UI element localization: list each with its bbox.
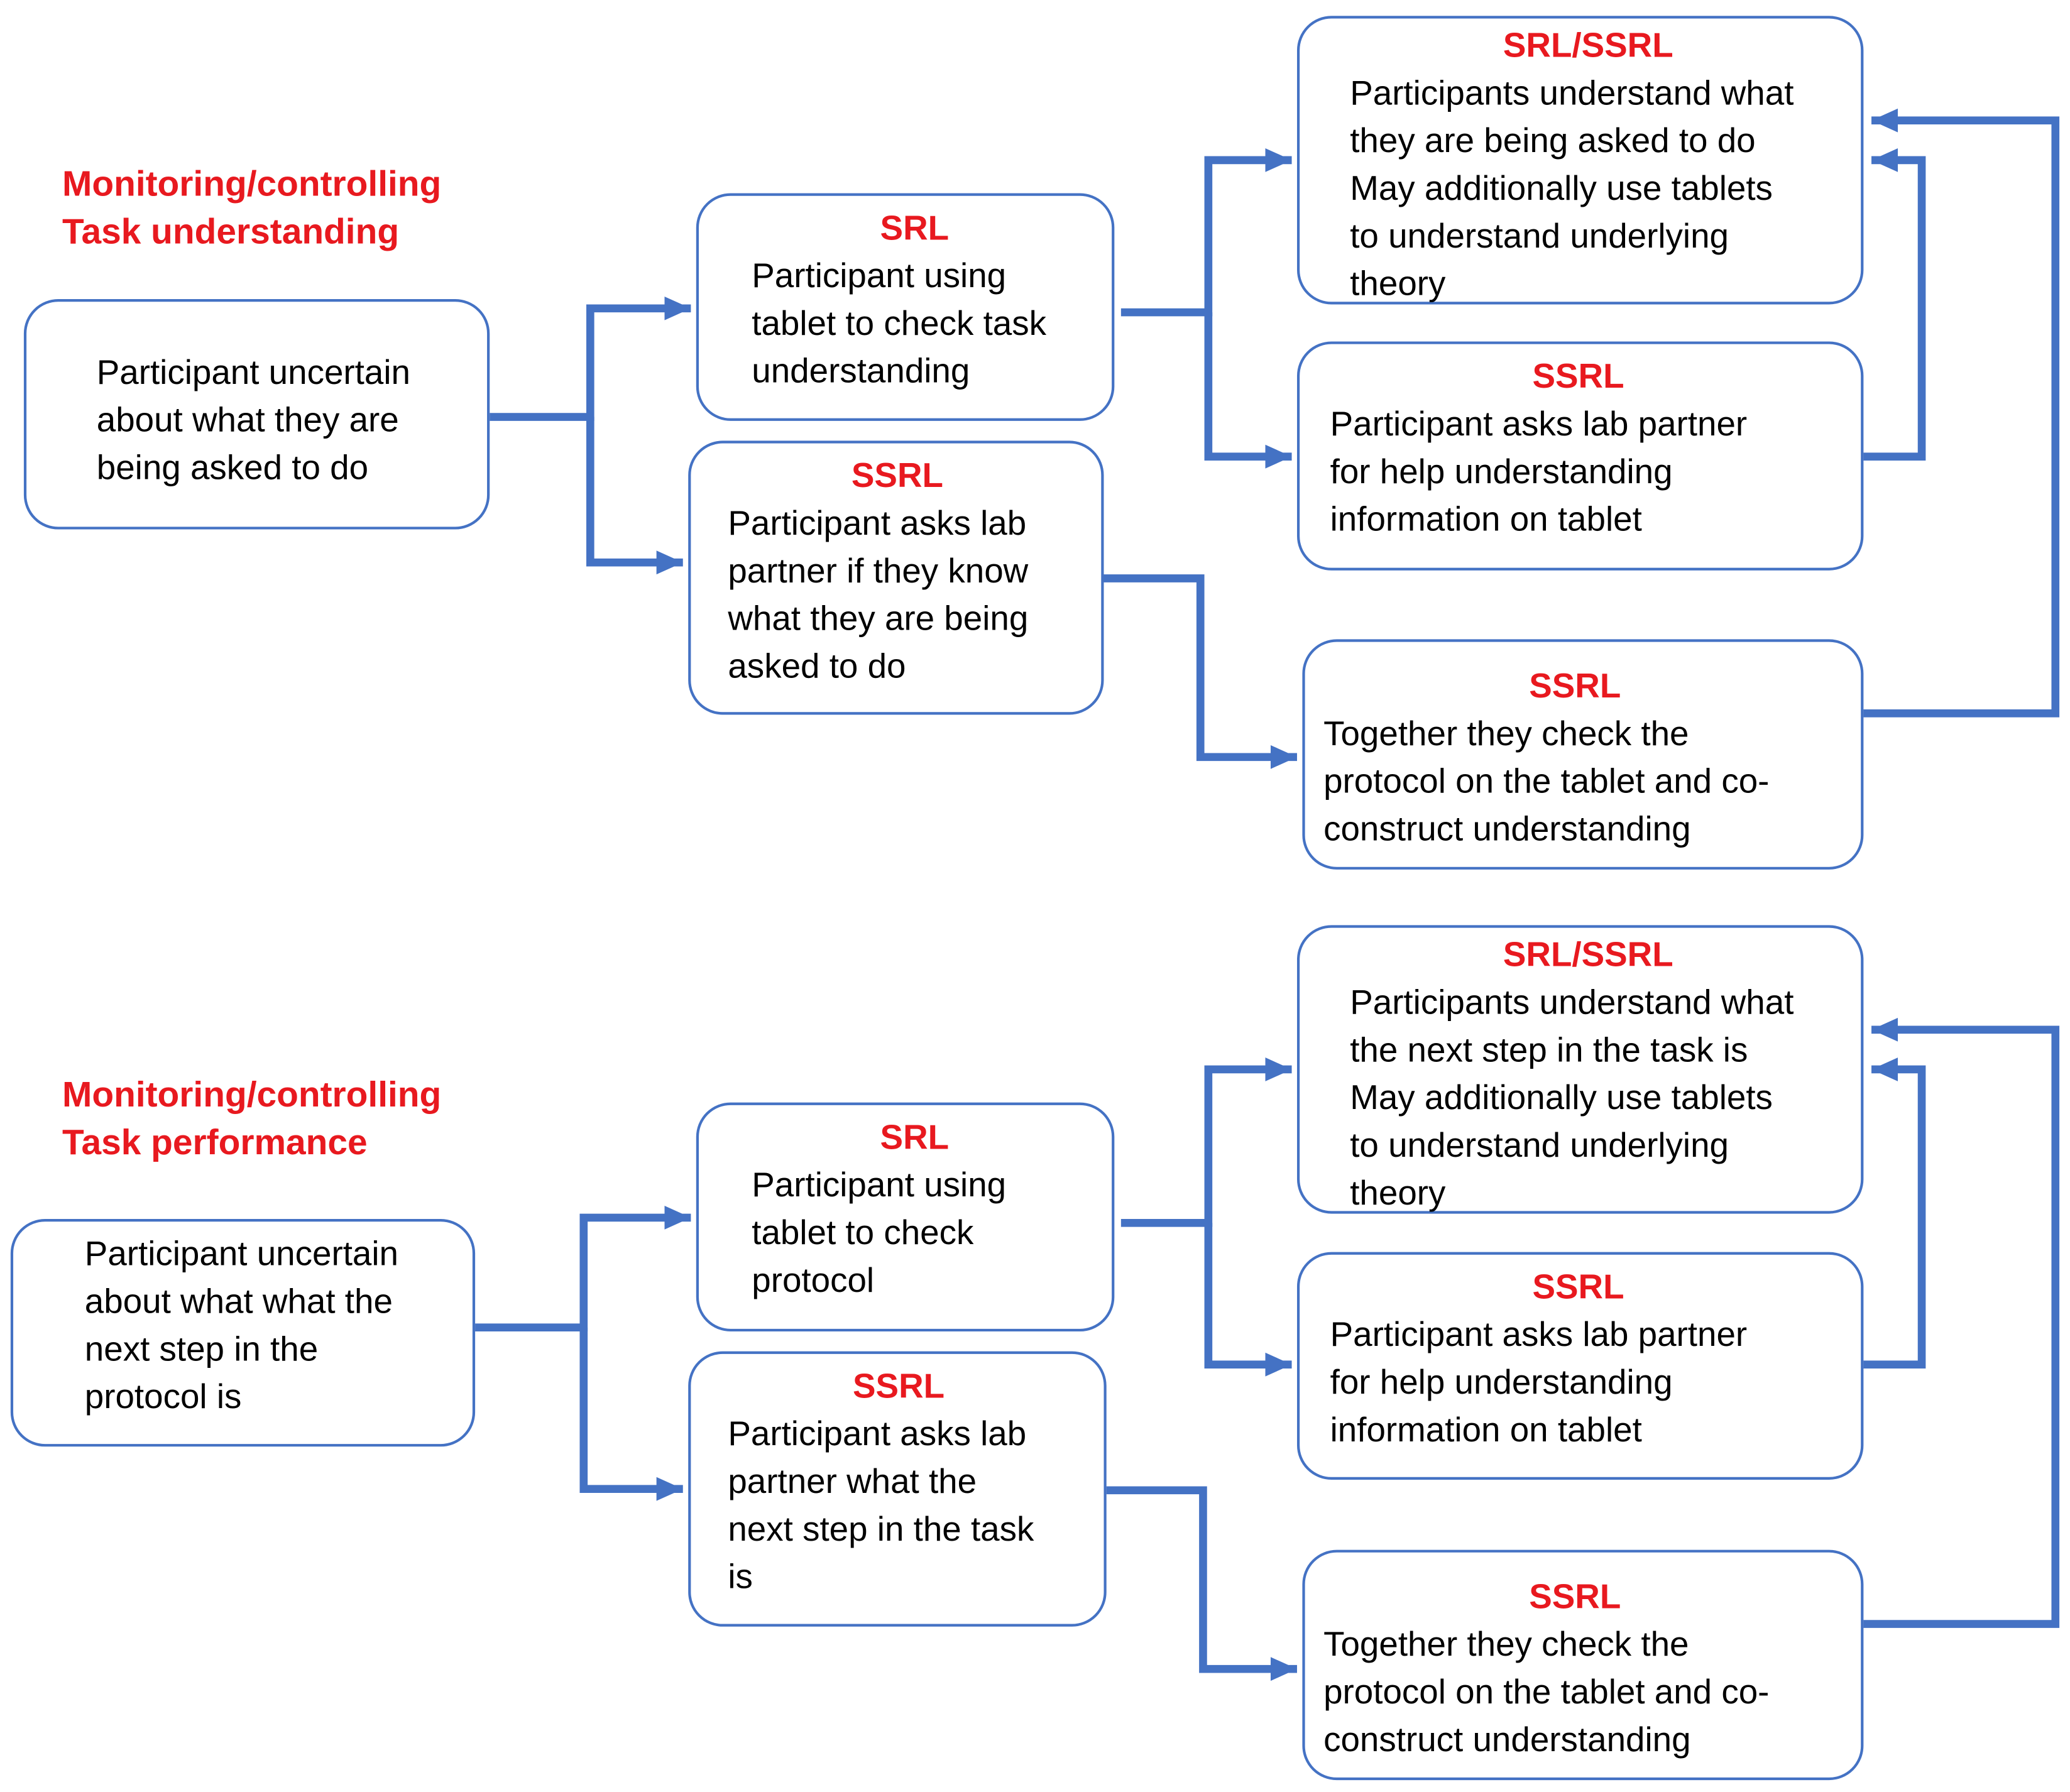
s2-ssrl-help-node: SSRL Participant asks lab partner for he… <box>1296 1252 1864 1480</box>
s2-ssrl-to-together-arrow <box>1106 1486 1297 1681</box>
section-title-line-2: Task performance <box>62 1122 368 1162</box>
s1-ssrl-together-node: SSRL Together they check the protocol on… <box>1302 639 1864 870</box>
s1-outcome-text: Participants understand what they are be… <box>1350 72 1794 303</box>
s1-srl-tablet-node: SRL Participant using tablet to check ta… <box>696 193 1115 421</box>
s2-srl-to-outcome-arrow <box>1120 1057 1292 1227</box>
s2-srl-to-help-arrow <box>1204 1223 1292 1377</box>
s2-ssrl-help-label: SSRL <box>1532 1266 1624 1307</box>
s1-ssrl-partner-label: SSRL <box>851 455 943 495</box>
s2-help-to-outcome-arrow <box>1863 1057 1926 1369</box>
s2-ssrl-help-text: Participant asks lab partner for help un… <box>1330 1314 1748 1450</box>
s1-ssrl-help-node: SSRL Participant asks lab partner for he… <box>1296 341 1864 571</box>
s2-ssrl-partner-node: SSRL Participant asks lab partner what t… <box>688 1351 1107 1627</box>
s1-srl-to-outcome-arrow <box>1120 148 1292 317</box>
s2-ssrl-together-text: Together they check the protocol on the … <box>1323 1624 1770 1759</box>
s2-ssrl-together-label: SSRL <box>1529 1576 1621 1616</box>
s2-srl-tablet-node: SRL Participant using tablet to check pr… <box>696 1102 1115 1332</box>
s2-outcome-label: SRL/SSRL <box>1503 934 1673 975</box>
s1-srl-tablet-text: Participant using tablet to check task u… <box>752 255 1047 391</box>
s1-srl-tablet-label: SRL <box>880 207 950 248</box>
s1-ssrl-together-text: Together they check the protocol on the … <box>1323 713 1770 849</box>
s2-outcome-text: Participants understand what the next st… <box>1350 981 1794 1213</box>
section-title-line-1: Monitoring/controlling <box>62 1074 442 1115</box>
s1-ssrl-help-text: Participant asks lab partner for help un… <box>1330 403 1748 539</box>
s2-together-to-outcome-arrow <box>1863 1017 2060 1628</box>
s2-ssrl-together-node: SSRL Together they check the protocol on… <box>1302 1549 1864 1781</box>
s1-start-to-srl-arrow <box>490 296 691 421</box>
s1-together-to-outcome-arrow <box>1863 108 2060 718</box>
s2-ssrl-partner-text: Participant asks lab partner what the ne… <box>728 1413 1034 1597</box>
section-title-task-performance: Monitoring/controlling Task performance <box>62 1071 441 1166</box>
s2-outcome-node: SRL/SSRL Participants understand what th… <box>1296 925 1864 1214</box>
s1-start-text: Participant uncertain about what they ar… <box>96 352 410 488</box>
s1-ssrl-partner-node: SSRL Participant asks lab partner if the… <box>688 440 1104 715</box>
s2-start-node: Participant uncertain about what what th… <box>10 1218 476 1447</box>
s2-start-to-ssrl-arrow <box>579 1327 683 1501</box>
s1-start-to-ssrl-arrow <box>586 417 683 575</box>
s2-start-text: Participant uncertain about what what th… <box>84 1233 399 1416</box>
section-title-task-understanding: Monitoring/controlling Task understandin… <box>62 160 441 256</box>
s1-outcome-node: SRL/SSRL Participants understand what th… <box>1296 16 1864 305</box>
s1-ssrl-help-label: SSRL <box>1532 356 1624 396</box>
s1-ssrl-partner-text: Participant asks lab partner if they kno… <box>728 503 1029 686</box>
section-title-line-2: Task understanding <box>62 212 400 252</box>
s1-ssrl-together-label: SSRL <box>1529 665 1621 706</box>
s1-ssrl-to-together-arrow <box>1103 574 1297 769</box>
s1-start-node: Participant uncertain about what they ar… <box>23 299 490 530</box>
s2-ssrl-partner-label: SSRL <box>853 1365 945 1406</box>
s2-srl-tablet-text: Participant using tablet to check protoc… <box>752 1164 1007 1300</box>
s1-srl-to-help-arrow <box>1204 312 1292 469</box>
s2-srl-tablet-label: SRL <box>880 1117 950 1157</box>
s1-help-to-outcome-arrow <box>1863 148 1926 461</box>
s2-start-to-srl-arrow <box>475 1205 691 1332</box>
s1-outcome-label: SRL/SSRL <box>1503 25 1673 65</box>
section-title-line-1: Monitoring/controlling <box>62 164 442 204</box>
